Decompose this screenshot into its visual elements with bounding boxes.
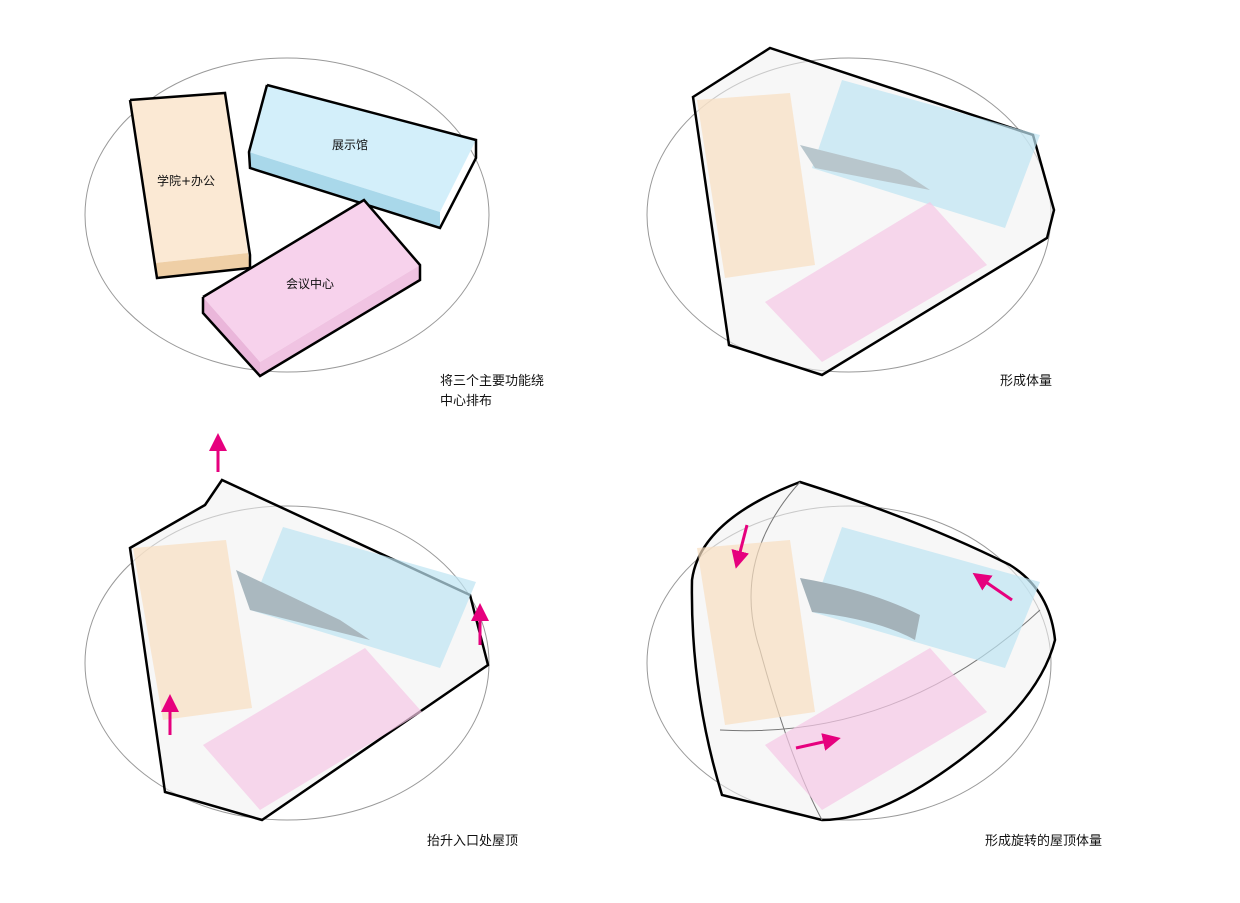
conference-center-block [765,202,987,362]
step1-diagram [84,57,490,378]
conference-center-block [201,198,422,378]
conference-center-label: 会议中心 [286,277,335,291]
caption-line: 中心排布 [440,394,493,409]
academy-office-block [697,93,815,278]
academy-office-label: 学院+办公 [157,174,216,188]
courtyard-shadow [800,578,920,640]
exhibition-hall-block [812,527,1040,668]
rotate-arrow-icon [795,733,841,751]
rotate-arrow-icon [731,524,749,569]
site-ellipse [84,57,490,373]
caption-line: 将三个主要功能绕 [440,374,545,389]
step4-diagram [646,480,1057,822]
exhibition-hall-label: 展示馆 [332,138,369,152]
step3-diagram [84,433,490,822]
step2-caption: 形成体量 [1000,374,1053,389]
step4-caption: 形成旋转的屋顶体量 [985,834,1103,849]
academy-office-block [697,540,815,725]
rotate-arrow-icon [972,572,1013,602]
academy-office-block [128,91,252,280]
exhibition-hall-block [812,80,1040,228]
conference-center-block [203,648,422,810]
exhibition-hall-block [247,83,478,230]
academy-office-block [133,540,252,720]
courtyard-shadow [236,570,370,640]
step3-caption: 抬升入口处屋顶 [427,834,519,849]
step1-caption: 将三个主要功能绕 中心排布 [440,372,544,412]
step2-diagram [646,46,1056,377]
conference-center-block [765,648,987,810]
exhibition-hall-block [250,527,476,668]
courtyard-shadow [800,145,930,190]
site-ellipse [84,505,490,821]
